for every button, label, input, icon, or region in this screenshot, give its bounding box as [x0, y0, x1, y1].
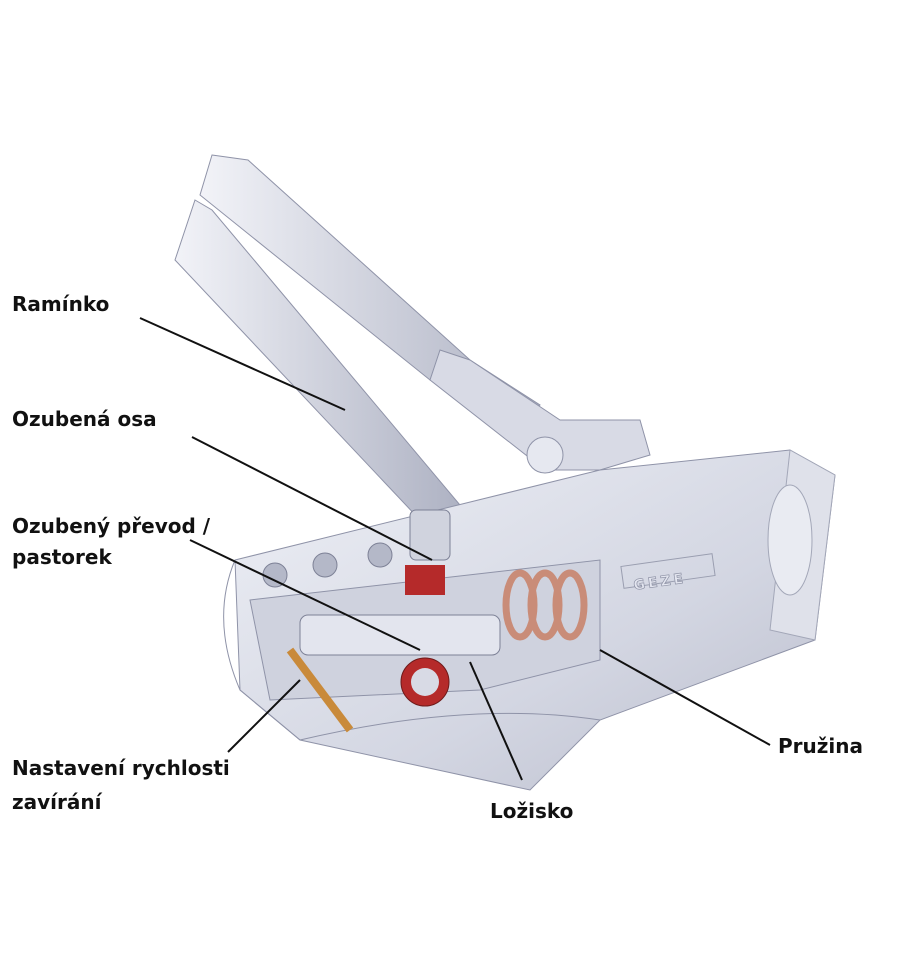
- arm-assembly: [174, 154, 651, 521]
- label-gear-line1: Ozubený převod /: [12, 514, 211, 538]
- leader-bearing: [469, 661, 523, 781]
- leader-arm: [139, 317, 346, 411]
- internals: [249, 509, 601, 733]
- gear-top: [405, 565, 445, 595]
- label-toothed-shaft: Ozubená osa: [12, 407, 157, 431]
- label-speed-line1: Nastavení rychlosti: [12, 756, 230, 780]
- label-gear-line2: pastorek: [12, 545, 112, 569]
- leader-gear: [189, 539, 421, 651]
- label-speed-line2: zavírání: [12, 790, 102, 814]
- leader-spring: [599, 649, 771, 746]
- leader-lines: [139, 317, 771, 781]
- spring-coils: [502, 569, 588, 641]
- leader-toothed-shaft: [191, 436, 433, 561]
- speed-valve: [286, 647, 354, 733]
- leader-speed: [227, 679, 301, 753]
- brand-logo: GEZE: [633, 571, 687, 594]
- label-bearing: Ložisko: [490, 799, 574, 823]
- label-arm: Ramínko: [12, 292, 110, 316]
- label-spring: Pružina: [778, 734, 863, 758]
